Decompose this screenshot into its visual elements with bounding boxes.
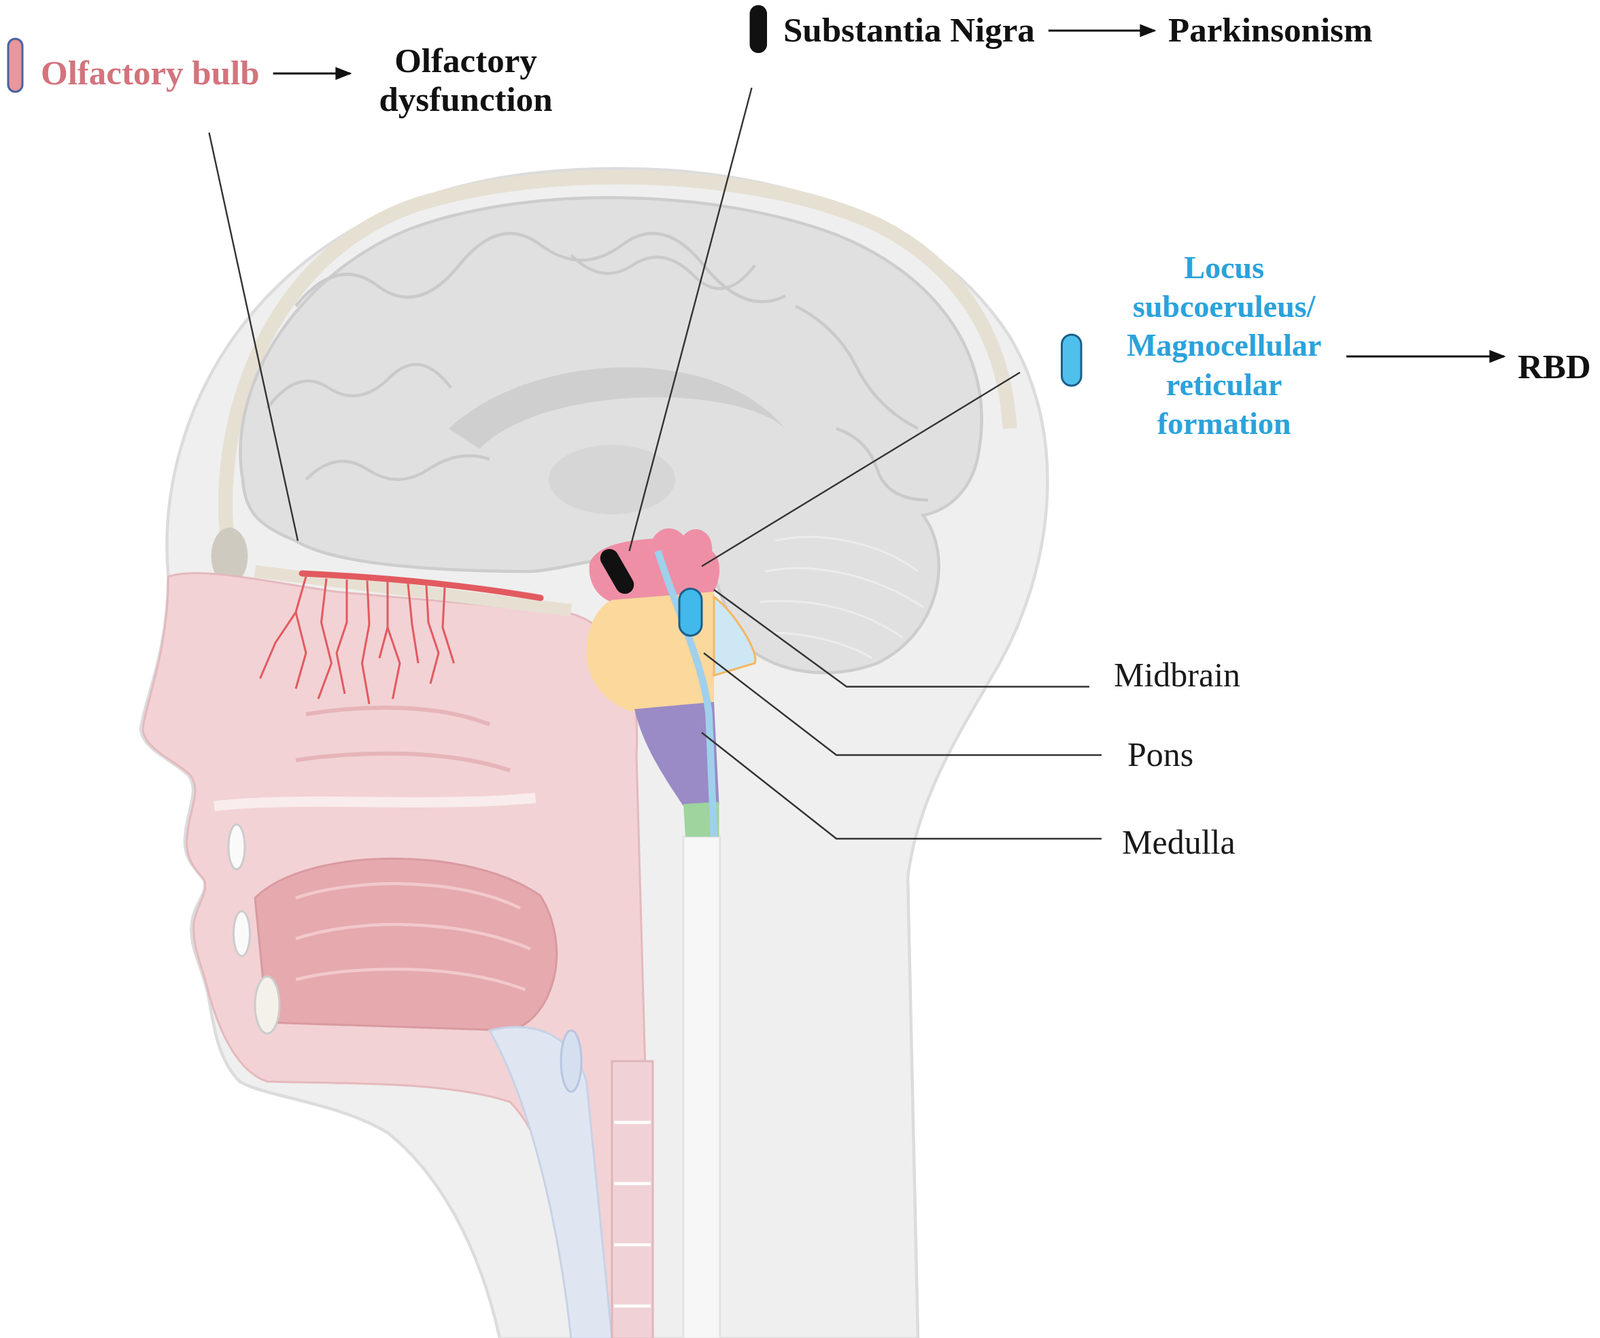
thalamus xyxy=(548,444,676,515)
leader-line xyxy=(208,132,298,541)
folium-line xyxy=(775,536,918,572)
jaw-bone xyxy=(254,976,280,1034)
ring-line xyxy=(614,1181,651,1186)
nerve-fiber xyxy=(361,580,370,705)
symptom-label: Olfactory dysfunction xyxy=(363,41,568,119)
nerve-fiber xyxy=(387,627,400,700)
cerebral-aqueduct xyxy=(657,550,714,837)
gyrus-line xyxy=(267,364,451,408)
region-label: Midbrain xyxy=(1113,655,1241,695)
tongue-lines xyxy=(295,883,531,990)
region-label: Medulla xyxy=(1121,822,1236,863)
nerve-fiber xyxy=(379,581,388,659)
nasal-oral-region xyxy=(142,573,653,1338)
substantia-nigra-mark xyxy=(597,545,638,598)
concha-line xyxy=(295,753,510,771)
trachea xyxy=(611,1060,653,1338)
leader-line xyxy=(701,372,1020,567)
gyrus-line xyxy=(305,455,490,480)
concha-line xyxy=(305,707,490,725)
node-text: RBD xyxy=(1517,347,1592,387)
tooth xyxy=(233,911,250,957)
symptom-label: Parkinsonism xyxy=(1168,10,1373,50)
nerve-fiber xyxy=(295,611,306,689)
nerve-fiber xyxy=(426,585,439,684)
node-text: Olfactory bulb xyxy=(40,53,260,93)
tongue-line xyxy=(295,924,531,949)
node-text: Substantia Nigra xyxy=(783,10,1035,50)
nasal-conchae xyxy=(295,707,510,770)
leader-line xyxy=(628,87,752,551)
leader-line xyxy=(701,732,1102,839)
leader-line xyxy=(703,652,1102,755)
tongue xyxy=(254,858,557,1031)
midbrain-shape xyxy=(589,528,721,602)
nerve-fiber xyxy=(336,579,347,694)
folium-line xyxy=(769,632,872,659)
node-text: Olfactory dysfunction xyxy=(363,41,568,119)
ring-line xyxy=(614,1120,651,1125)
symptom-label: RBD xyxy=(1517,347,1592,387)
olfactory-nerves xyxy=(259,576,454,705)
epiglottis xyxy=(560,1030,582,1092)
nerve-fiber xyxy=(442,587,454,663)
ring-line xyxy=(614,1243,651,1247)
olfactory-bulb-marker xyxy=(8,38,23,92)
trachea-rings xyxy=(614,1121,651,1306)
gyrus-line xyxy=(836,428,929,500)
gyrus-line xyxy=(795,305,918,429)
nerve-fiber xyxy=(407,583,419,663)
leader-line xyxy=(713,589,1090,687)
structure-label: Locus subcoeruleus/ Magnocellular reticu… xyxy=(1115,248,1333,442)
larynx xyxy=(489,1026,612,1338)
spinal-column xyxy=(683,836,721,1338)
structure-label: Substantia Nigra xyxy=(783,10,1035,50)
tooth xyxy=(228,824,245,870)
fourth-ventricle xyxy=(713,597,756,676)
corpus-callosum xyxy=(448,367,786,449)
tongue-line xyxy=(295,968,525,990)
substantia-nigra-marker xyxy=(749,5,767,54)
ring-line xyxy=(614,1304,651,1308)
tongue-line xyxy=(295,883,521,908)
leader-lines xyxy=(208,87,1101,839)
nerve-fiber xyxy=(318,578,332,700)
olfactory-tract xyxy=(301,573,541,598)
locus-subcoeruleus-marker xyxy=(1061,334,1082,386)
arrow-connector xyxy=(273,72,351,75)
locus-subcoeruleus-mark xyxy=(679,588,702,636)
gyrus-line xyxy=(571,254,755,289)
node-text: Parkinsonism xyxy=(1168,10,1373,50)
arrow-connector xyxy=(1048,29,1155,32)
cerebellum-folia xyxy=(759,536,923,658)
hard-palate xyxy=(214,797,536,806)
structure-label: Olfactory bulb xyxy=(40,53,260,93)
gyrus-line xyxy=(295,233,786,306)
arrow-connector xyxy=(1346,354,1505,357)
node-text: Locus subcoeruleus/ Magnocellular reticu… xyxy=(1115,248,1333,442)
region-label: Pons xyxy=(1127,735,1194,775)
head-silhouette xyxy=(140,168,1048,1338)
